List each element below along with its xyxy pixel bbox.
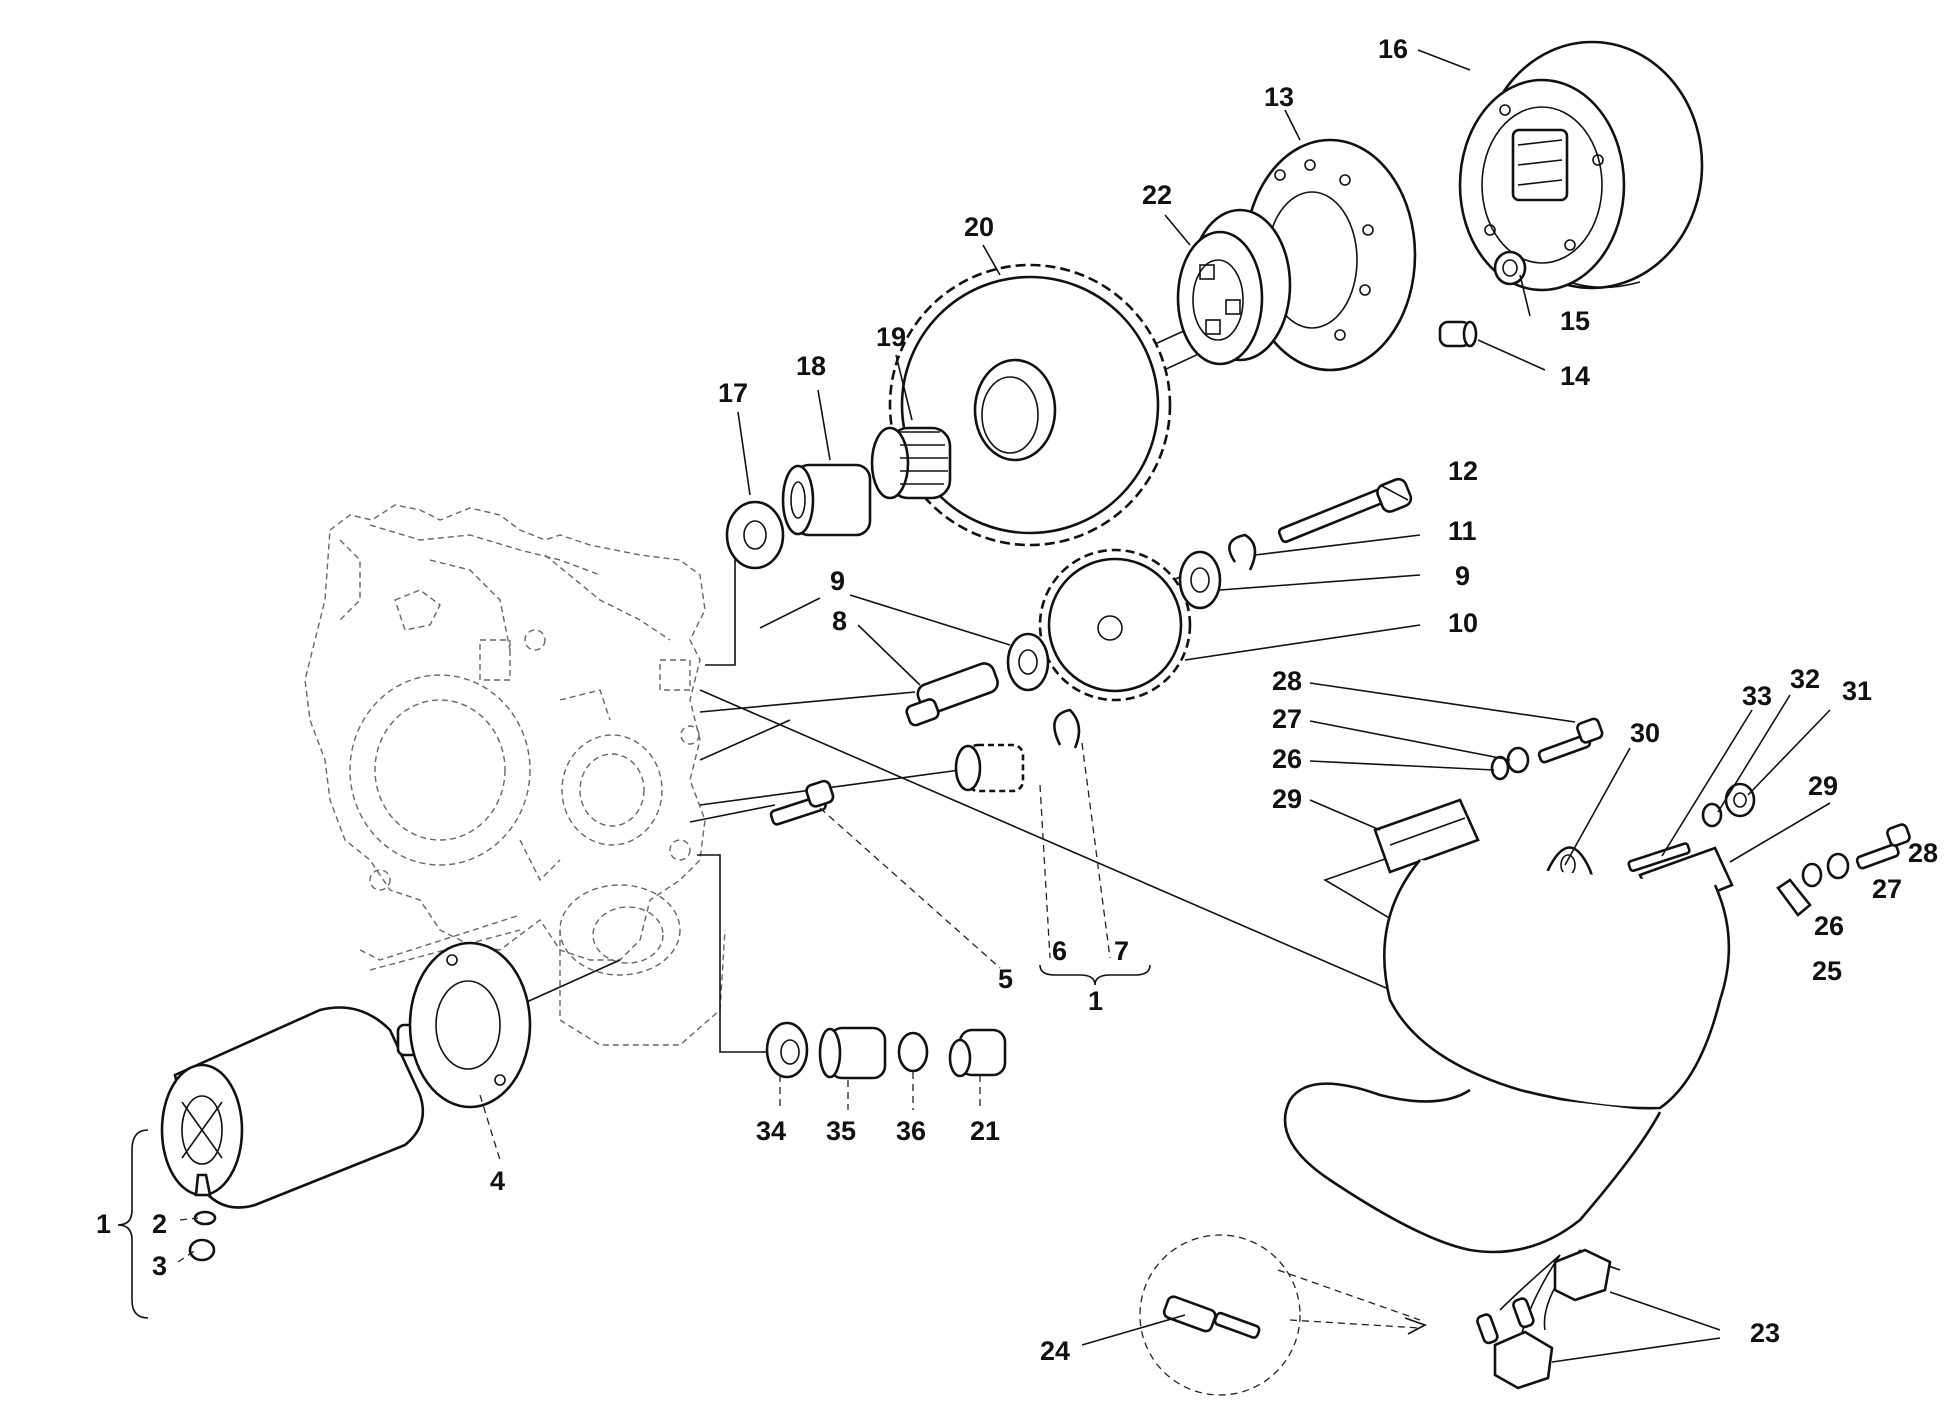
callout-6: 6 xyxy=(1052,936,1067,966)
detail-24-terminal xyxy=(1081,1234,1427,1396)
part-9-washer-right xyxy=(1178,550,1222,610)
callout-26-top: 26 xyxy=(1272,744,1302,774)
part-29-brush-holder-top xyxy=(1373,798,1480,874)
part-27-lockwasher-right xyxy=(1826,852,1850,880)
callout-33: 33 xyxy=(1742,681,1772,711)
part-16-starter-clutch-housing xyxy=(1458,40,1704,292)
callout-22: 22 xyxy=(1142,180,1172,210)
callout-21: 21 xyxy=(970,1116,1000,1146)
wiring-harness xyxy=(1283,859,1731,1367)
callout-25: 25 xyxy=(1812,956,1842,986)
part-5-bolt xyxy=(769,779,835,826)
part-17-washer xyxy=(725,500,785,570)
part-31-spacer xyxy=(1724,782,1756,818)
callout-10: 10 xyxy=(1448,608,1478,638)
part-10-intermediate-gear xyxy=(1038,548,1192,702)
callout-5: 5 xyxy=(998,964,1013,994)
callout-1-group: 1 xyxy=(1088,986,1103,1016)
callout-labels: 16 13 22 20 15 14 19 18 17 12 11 9 9 10 … xyxy=(96,34,1938,1366)
part-28-screw-right xyxy=(1855,823,1911,870)
part-20-large-gear xyxy=(888,263,1172,547)
engine-crankcase xyxy=(304,504,726,1046)
part-35-plug xyxy=(818,1026,887,1080)
part-19-needle-cage xyxy=(870,426,952,500)
callout-36: 36 xyxy=(896,1116,926,1146)
callout-28-top: 28 xyxy=(1272,666,1302,696)
part-21-sensor xyxy=(948,1028,1007,1078)
part-6-pinion xyxy=(954,743,1025,793)
group-brace-bottom xyxy=(1039,964,1151,986)
part-4-gasket xyxy=(408,941,532,1109)
callout-27-right: 27 xyxy=(1872,874,1902,904)
part-1-starter-motor xyxy=(160,1006,425,1209)
part-27-lockwasher-top xyxy=(1506,746,1530,774)
part-23-connectors xyxy=(1493,1248,1721,1390)
callout-20: 20 xyxy=(964,212,994,242)
callout-9-right: 9 xyxy=(1455,561,1470,591)
part-14-15-bushings xyxy=(1438,250,1527,348)
part-9-washer-left xyxy=(1006,632,1050,692)
callout-9-left: 9 xyxy=(830,566,845,596)
part-26-washer-right xyxy=(1801,862,1823,888)
part-7-circlip xyxy=(1053,708,1081,749)
part-22-freewheel xyxy=(1176,208,1292,366)
callout-17: 17 xyxy=(718,378,748,408)
part-26-washer-top xyxy=(1490,755,1510,781)
callout-26-right: 26 xyxy=(1814,911,1844,941)
part-11-clip xyxy=(1228,533,1257,571)
callout-24: 24 xyxy=(1040,1336,1070,1366)
part-12-bolt xyxy=(1277,477,1413,544)
callout-leaders xyxy=(177,49,1831,1263)
callout-16: 16 xyxy=(1378,34,1408,64)
callout-32: 32 xyxy=(1790,664,1820,694)
callout-8: 8 xyxy=(832,606,847,636)
part-33-stud xyxy=(1627,842,1691,873)
part-34-seal-washer xyxy=(765,1021,809,1079)
callout-4: 4 xyxy=(490,1166,505,1196)
callout-29-right: 29 xyxy=(1808,771,1838,801)
callout-18: 18 xyxy=(796,351,826,381)
group-brace-left xyxy=(117,1129,149,1319)
callout-12: 12 xyxy=(1448,456,1478,486)
callout-28-right: 28 xyxy=(1908,838,1938,868)
part-3-nut xyxy=(188,1238,216,1262)
callout-35: 35 xyxy=(826,1116,856,1146)
callout-1-starter: 1 xyxy=(96,1209,111,1239)
callout-30: 30 xyxy=(1630,718,1660,748)
callout-3: 3 xyxy=(152,1251,167,1281)
part-28-screw-top xyxy=(1537,717,1604,764)
callout-2: 2 xyxy=(152,1209,167,1239)
callout-31: 31 xyxy=(1842,676,1872,706)
callout-7: 7 xyxy=(1114,936,1129,966)
part-36-washer xyxy=(897,1031,929,1073)
callout-11: 11 xyxy=(1448,516,1477,546)
callout-15: 15 xyxy=(1560,306,1590,336)
callout-14: 14 xyxy=(1560,361,1590,391)
callout-19: 19 xyxy=(876,322,906,352)
part-32-washer xyxy=(1701,802,1723,828)
callout-27-top: 27 xyxy=(1272,704,1302,734)
callout-13: 13 xyxy=(1264,82,1294,112)
callout-23: 23 xyxy=(1750,1318,1780,1348)
part-18-bush xyxy=(781,463,872,537)
callout-34: 34 xyxy=(756,1116,786,1146)
callout-29-top: 29 xyxy=(1272,784,1302,814)
part-8-shaft xyxy=(905,662,999,727)
part-25-tab xyxy=(1776,878,1812,917)
